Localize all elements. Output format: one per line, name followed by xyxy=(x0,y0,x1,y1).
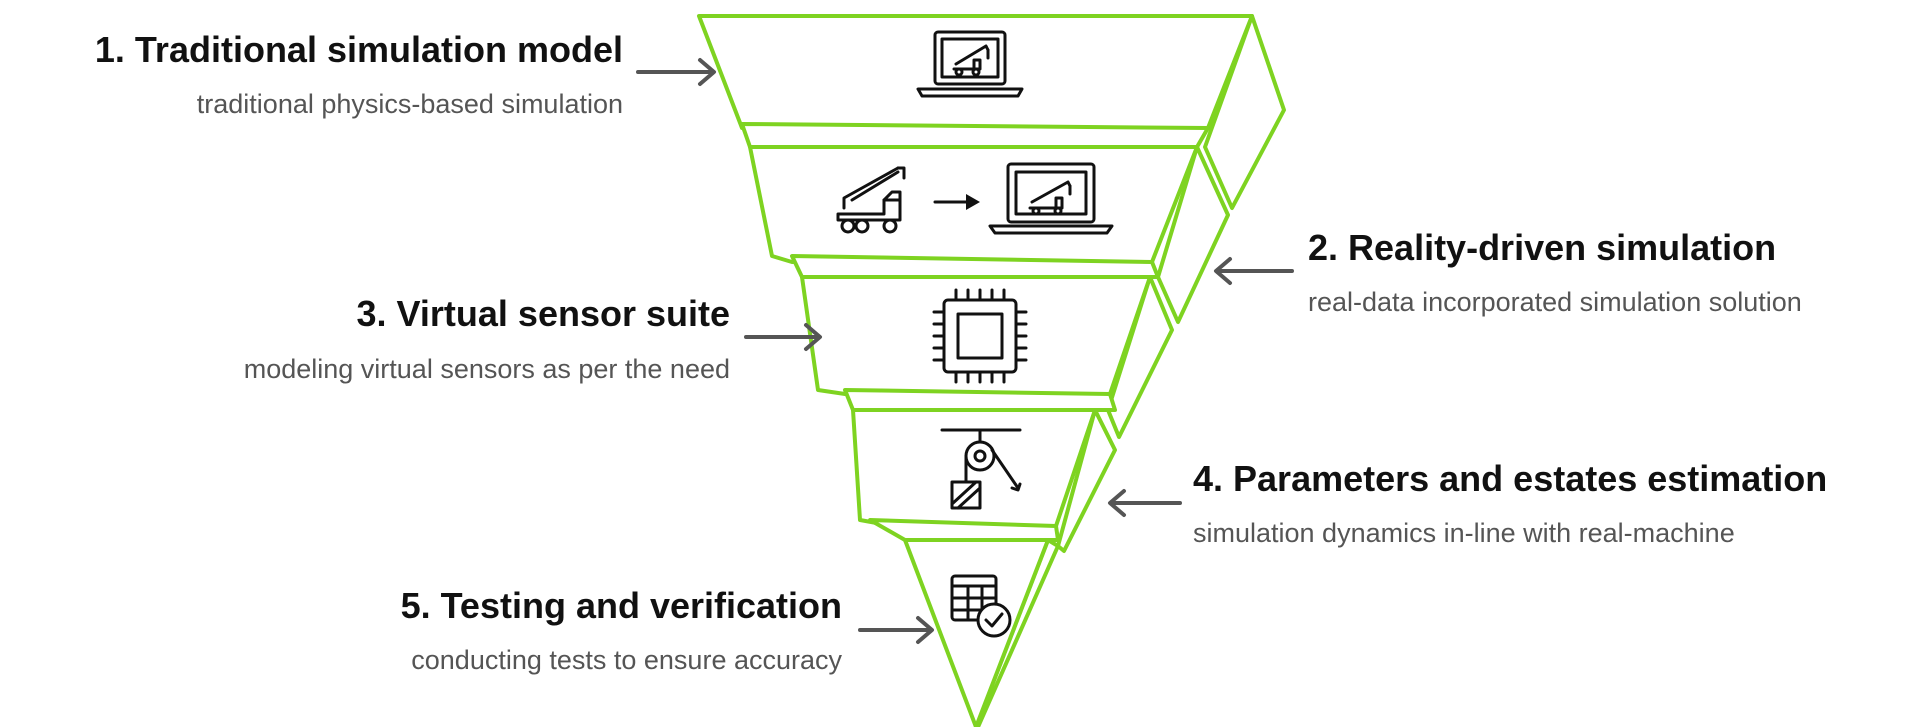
crane-truck-icon xyxy=(836,166,906,234)
layer-3-subtitle: modeling virtual sensors as per the need xyxy=(243,354,730,384)
layer-3-title: 3. Virtual sensor suite xyxy=(356,293,730,334)
crane-to-laptop-icon xyxy=(836,162,1114,235)
layer-5-subtitle: conducting tests to ensure accuracy xyxy=(411,645,842,675)
chip-icon xyxy=(932,288,1028,384)
layer-3-side xyxy=(1106,275,1174,439)
arrow-layer-5 xyxy=(858,616,934,644)
pulley-icon xyxy=(940,428,1022,510)
layer-2-subtitle: real-data incorporated simulation soluti… xyxy=(1308,287,1802,317)
arrow-layer-1 xyxy=(636,58,716,86)
arrow-layer-4 xyxy=(1108,489,1182,517)
laptop-crane-icon xyxy=(916,30,1024,98)
layer-4-title: 4. Parameters and estates estimation xyxy=(1193,458,1828,499)
layer-5 xyxy=(903,538,1060,727)
layer-4-side xyxy=(1056,408,1117,553)
layer-2-title: 2. Reality-driven simulation xyxy=(1308,227,1777,268)
layer-1-title: 1. Traditional simulation model xyxy=(94,29,623,70)
layer-2-lip xyxy=(790,254,1160,279)
arrow-layer-3 xyxy=(744,323,822,351)
layer-3-lip xyxy=(843,388,1117,412)
laptop-icon xyxy=(988,162,1114,235)
arrow-right-icon xyxy=(933,194,980,210)
layer-5-title: 5. Testing and verification xyxy=(400,585,842,626)
layer-3 xyxy=(800,275,1174,439)
layer-2-side xyxy=(1156,145,1230,324)
arrow-layer-2 xyxy=(1214,257,1294,285)
layer-1-lip xyxy=(740,122,1210,149)
layer-1-subtitle: traditional physics-based simulation xyxy=(196,89,623,119)
layer-4-subtitle: simulation dynamics in-line with real-ma… xyxy=(1193,518,1735,548)
table-check-icon xyxy=(950,574,1012,638)
layer-1-side xyxy=(1203,14,1286,210)
layer-1 xyxy=(697,14,1286,210)
layer-3-face xyxy=(800,275,1152,396)
layer-4-lip xyxy=(868,518,1060,542)
